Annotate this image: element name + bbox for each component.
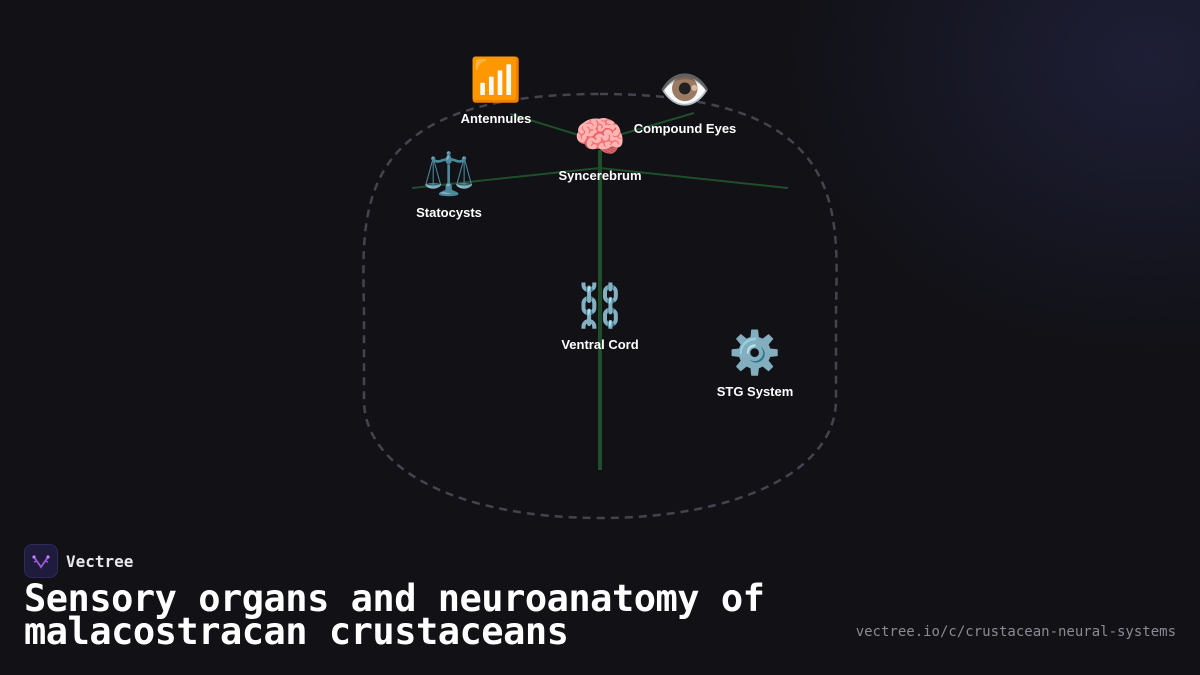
nerve-antennules <box>509 113 586 138</box>
signal-bars-icon: 📶 <box>469 55 523 104</box>
node-label: Compound Eyes <box>633 121 737 136</box>
page-title: Sensory organs and neuroanatomy of malac… <box>24 577 765 653</box>
body-outline <box>362 92 838 520</box>
node-label: Ventral Cord <box>561 337 639 352</box>
node-syncerebrum: 🧠 Syncerebrum <box>558 112 641 183</box>
nerve-left-lateral <box>411 167 601 189</box>
brand-name: Vectree <box>66 551 134 571</box>
node-label: Syncerebrum <box>558 168 642 183</box>
brand: Vectree <box>24 544 133 578</box>
eye-icon: 👁️ <box>658 65 712 114</box>
node-statocysts: ⚖️ Statocysts <box>416 149 482 220</box>
balance-scale-icon: ⚖️ <box>422 149 476 198</box>
nerve-right-lateral <box>599 167 789 189</box>
node-compound-eyes: 👁️ Compound Eyes <box>634 65 737 136</box>
brain-icon: 🧠 <box>573 112 627 161</box>
gear-icon: ⚙️ <box>728 328 782 377</box>
node-label: Statocysts <box>416 205 482 220</box>
node-antennules: 📶 Antennules <box>461 55 532 126</box>
node-label: STG System <box>716 384 794 399</box>
chain-icon: ⛓️ <box>573 281 627 330</box>
tree-logo-icon <box>32 555 50 569</box>
node-label: Antennules <box>460 111 532 126</box>
node-ventral-cord: ⛓️ Ventral Cord <box>561 281 638 352</box>
vectree-logo <box>24 544 58 578</box>
nerve-compound-eyes <box>611 112 695 138</box>
node-stg-system: ⚙️ STG System <box>717 328 794 399</box>
source-url: vectree.io/c/crustacean-neural-systems <box>855 624 1176 640</box>
